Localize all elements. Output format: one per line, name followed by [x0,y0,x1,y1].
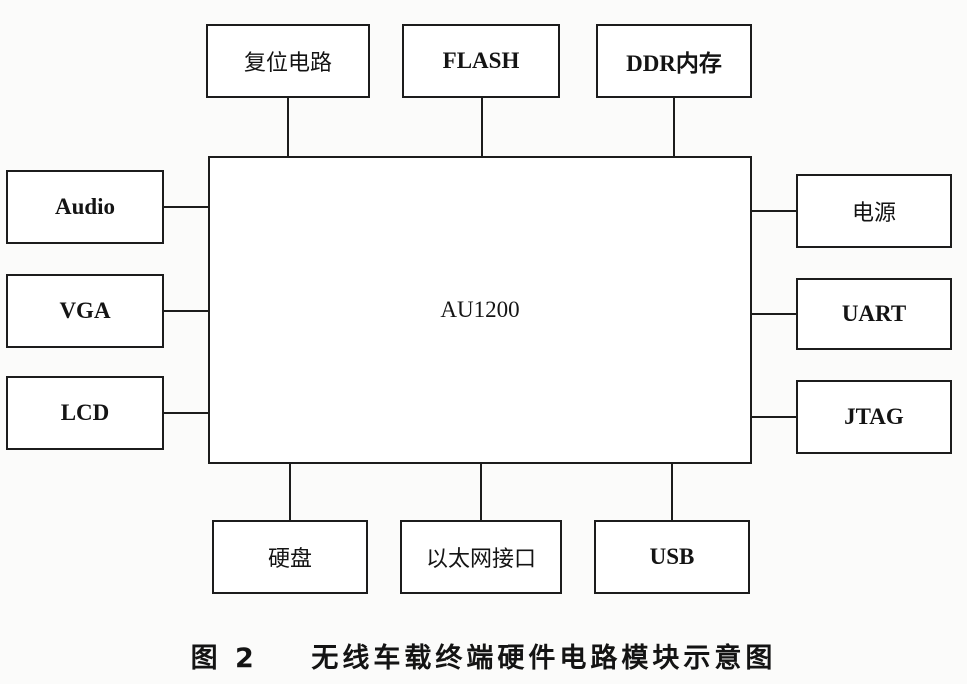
uart-connector [752,313,796,315]
power-supply-label: 电源 [851,201,896,226]
au1200-label: AU1200 [440,297,520,322]
lcd-connector [164,412,208,414]
power-supply-block: 电源 [796,174,952,248]
ethernet-interface-label: 以太网接口 [425,547,536,572]
usb-block: USB [594,520,750,594]
lcd-block: LCD [6,376,164,450]
jtag-block: JTAG [796,380,952,454]
reset-circuit-block: 复位电路 [206,24,370,98]
audio-connector [164,206,208,208]
hard-disk-block: 硬盘 [212,520,368,594]
uart-block: UART [796,278,952,350]
figure-number: 图 2 [190,643,258,674]
flash-connector [481,98,483,156]
power-supply-connector [752,210,796,212]
usb-connector [671,464,673,520]
audio-label: Audio [54,194,116,219]
jtag-label: JTAG [844,404,904,429]
flash-block: FLASH [402,24,560,98]
ethernet-interface-connector [480,464,482,520]
audio-block: Audio [6,170,164,244]
figure-title: 无线车载终端硬件电路模块示意图 [311,643,777,674]
vga-block: VGA [6,274,164,348]
usb-label: USB [649,544,695,569]
ethernet-interface-block: 以太网接口 [400,520,562,594]
au1200-processor-block: AU1200 [208,156,752,464]
uart-label: UART [841,301,907,326]
reset-circuit-label: 复位电路 [243,51,332,76]
ddr-memory-label: DDR内存 [626,51,722,76]
ddr-memory-connector [673,98,675,156]
hard-disk-connector [289,464,291,520]
ddr-memory-block: DDR内存 [596,24,752,98]
jtag-connector [752,416,796,418]
reset-circuit-connector [287,98,289,156]
figure-caption: 图 2 无线车载终端硬件电路模块示意图 [0,636,967,675]
vga-connector [164,310,208,312]
vga-label: VGA [59,298,111,323]
flash-label: FLASH [442,48,520,73]
hard-disk-label: 硬盘 [267,547,312,572]
lcd-label: LCD [60,400,110,425]
